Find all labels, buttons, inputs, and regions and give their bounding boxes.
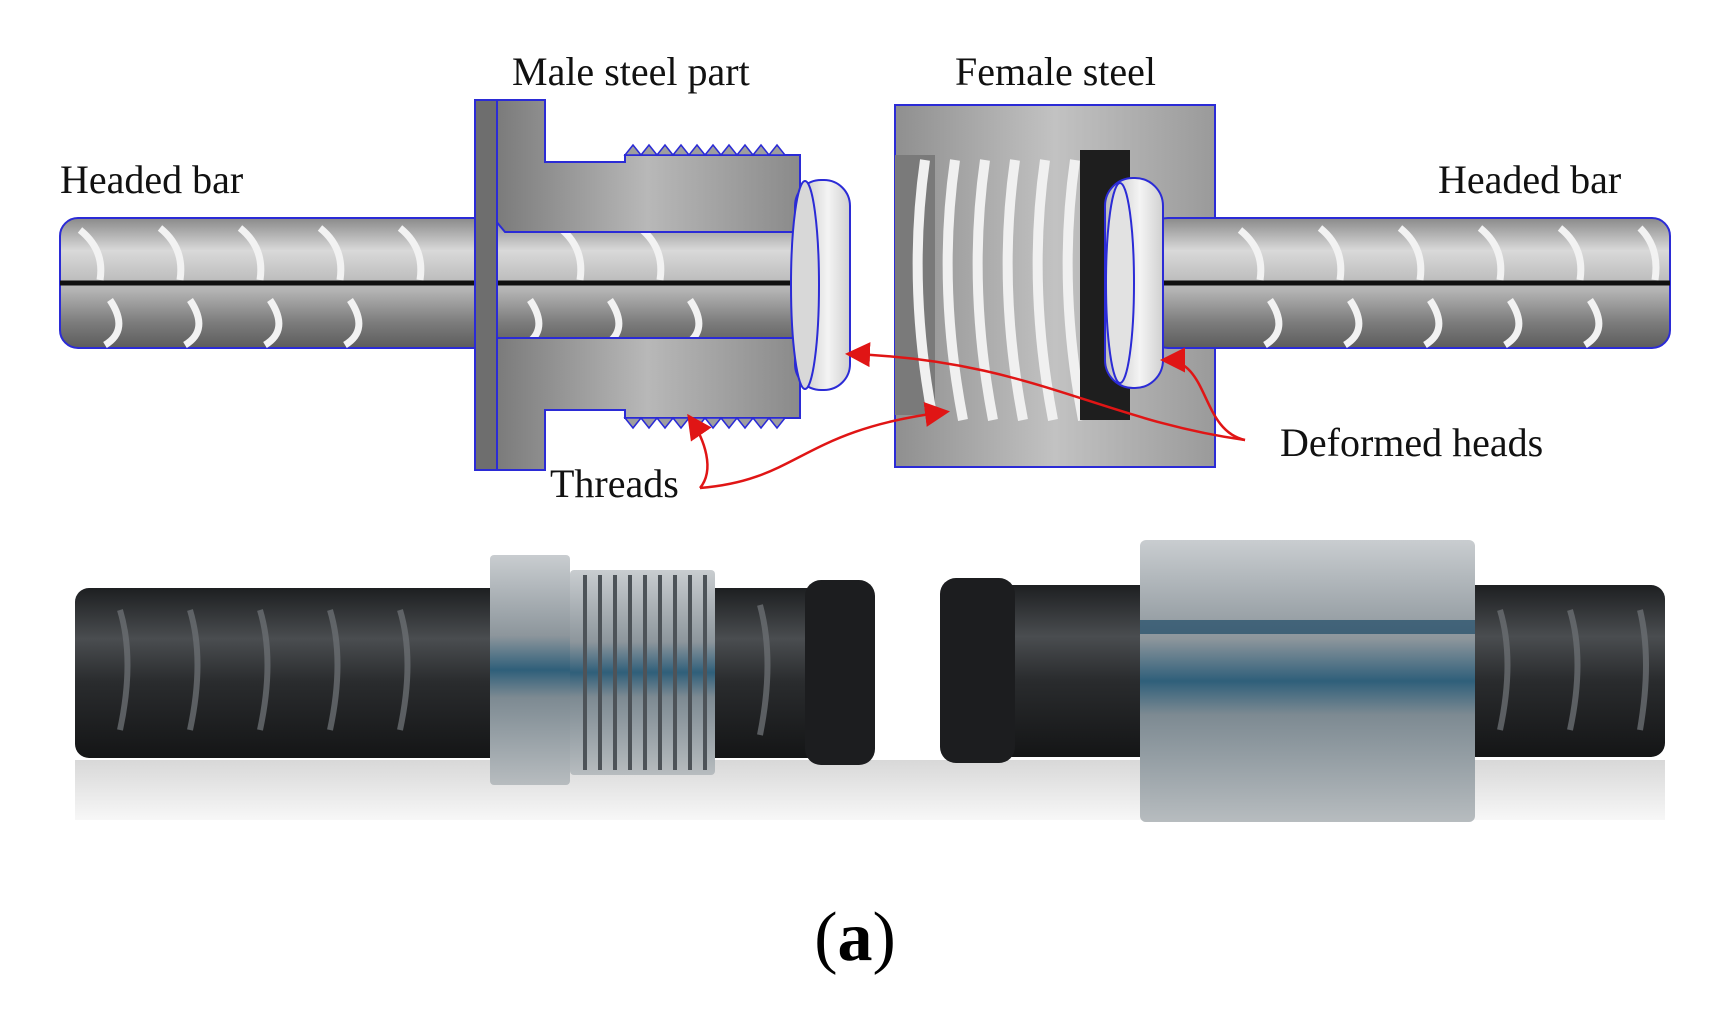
photo-left-rebar	[75, 580, 875, 765]
photo	[75, 540, 1665, 822]
male-threads	[623, 143, 787, 430]
threads-arrow-female	[699, 402, 950, 490]
threads-arrow-male	[687, 413, 712, 489]
right-headed-bar	[1149, 217, 1671, 349]
caption-letter: a	[838, 899, 873, 976]
female-threads	[912, 159, 1088, 421]
label-deformed-heads: Deformed heads	[1280, 420, 1543, 465]
figure-caption: (a)	[814, 899, 896, 976]
label-headed-bar-right: Headed bar	[1438, 157, 1621, 202]
leader-arrows	[687, 342, 1246, 490]
label-female-steel: Female steel	[955, 49, 1156, 94]
schematic: Headed bar Male steel part Female steel …	[59, 49, 1671, 506]
caption-open-paren: (	[814, 899, 837, 976]
photo-male-coupler	[490, 555, 715, 785]
label-male-steel-part: Male steel part	[512, 49, 750, 94]
deformed-heads-arrow-left	[845, 342, 1246, 442]
right-deformed-head	[1104, 177, 1164, 389]
label-headed-bar-left: Headed bar	[60, 157, 243, 202]
caption-close-paren: )	[873, 899, 896, 976]
label-threads: Threads	[550, 461, 679, 506]
deformed-heads-arrow-right	[1160, 347, 1246, 442]
left-deformed-head	[790, 179, 851, 391]
right-bar-ribs	[1237, 225, 1660, 349]
photo-female-coupler	[1140, 540, 1475, 822]
male-steel-part	[474, 99, 801, 471]
left-headed-bar	[59, 217, 801, 349]
